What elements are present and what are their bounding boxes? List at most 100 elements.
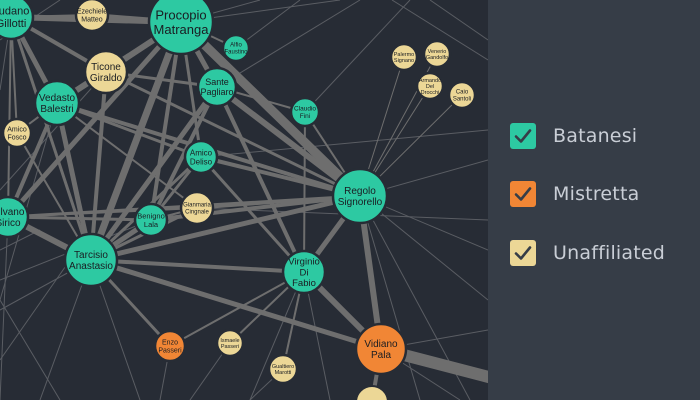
graph-node-label: Fini — [300, 113, 310, 120]
graph-edge — [216, 0, 361, 88]
graph-node-label: Gualtiero — [272, 364, 294, 370]
graph-node-circle — [63, 232, 119, 288]
graph-node-silvano[interactable]: SilvanoSirico — [0, 195, 30, 239]
legend-item-unaffiliated[interactable]: Unaffiliated — [510, 238, 690, 268]
graph-node-circle — [83, 49, 129, 95]
graph-node-circle — [415, 71, 445, 101]
graph-node-label: Ezechiele — [77, 9, 107, 16]
unaffiliated-checkbox[interactable] — [510, 240, 536, 266]
graph-edge-silvano-gianmaria — [7, 207, 198, 218]
graph-node-label: Procopio — [155, 7, 206, 22]
graph-edge-sante-regolo — [214, 84, 363, 199]
legend-label-mistretta: Mistretta — [553, 183, 640, 205]
graph-node-label: Ismaele — [220, 338, 239, 344]
graph-edge — [359, 195, 421, 400]
graph-node-label: Passeri — [158, 347, 182, 354]
graph-node-circle — [0, 0, 35, 41]
graph-node-label: Di — [300, 267, 309, 278]
legend-label-unaffiliated: Unaffiliated — [553, 242, 666, 264]
graph-node-label: Armando — [419, 78, 441, 84]
graph-node-circle — [74, 0, 110, 33]
graph-node-circle — [389, 42, 419, 72]
legend-item-batanesi[interactable]: Batanesi — [510, 121, 690, 151]
graph-node-circle — [447, 80, 477, 110]
legend-label-batanesi: Batanesi — [553, 125, 638, 147]
graph-edge-claudio-virginio — [303, 111, 306, 273]
graph-node-label: Deliso — [190, 157, 213, 166]
legend-item-mistretta[interactable]: Mistretta — [510, 179, 690, 209]
graph-node-label: Benigno — [137, 211, 165, 220]
batanesi-checkbox[interactable] — [510, 123, 536, 149]
graph-edge — [429, 0, 488, 41]
graph-node-label: Fabio — [292, 278, 316, 289]
graph-node-label: Gandolfo — [426, 55, 448, 61]
graph-node-label: Balestri — [40, 104, 73, 115]
graph-edge-ticone-regolo — [104, 70, 362, 198]
graph-node-label: Vidiano — [364, 339, 398, 350]
graph-node-circle — [215, 328, 245, 358]
graph-edge-sante-tarcisio — [88, 84, 220, 263]
graph-node-offscreen[interactable] — [355, 385, 389, 400]
graph-node-label: Passeri — [221, 344, 239, 350]
graph-node-label: Tarcisio — [74, 250, 108, 261]
graph-node-label: Cingnale — [185, 209, 209, 215]
graph-edge-vedasto-amicod — [55, 101, 203, 159]
graph-edge-ludano-silvano — [7, 16, 12, 218]
mistretta-checkbox[interactable] — [510, 181, 536, 207]
network-graph-canvas[interactable]: LudanoGillottiEzechieleMatteoProcopioMat… — [0, 0, 488, 400]
graph-node-label: Amico — [7, 127, 27, 134]
graph-node-label: Matteo — [81, 16, 103, 23]
graph-node-label: Lala — [144, 220, 159, 229]
graph-node-label: Giraldo — [90, 73, 123, 84]
graph-node-label: Faustino — [224, 49, 248, 55]
graph-node-label: Gianmaria — [183, 203, 211, 209]
graph-node-circle — [1, 117, 33, 149]
graph-node-label: Caio — [456, 90, 469, 96]
graph-node-label: Vedasto — [39, 93, 76, 104]
graph-node-circle — [422, 39, 452, 69]
graph-node-circle — [196, 66, 238, 108]
graph-node-label: Amico — [190, 148, 213, 157]
node-layer: LudanoGillottiEzechieleMatteoProcopioMat… — [0, 0, 477, 400]
graph-node-label: Sante — [205, 77, 229, 87]
graph-node-label: Drocchi — [421, 90, 440, 96]
graph-edge — [0, 102, 58, 301]
graph-node-circle — [133, 202, 169, 238]
checkmark-icon — [514, 187, 532, 201]
graph-node-label: Enzo — [162, 340, 178, 347]
network-graph[interactable]: LudanoGillottiEzechieleMatteoProcopioMat… — [0, 0, 488, 400]
checkmark-icon — [514, 129, 532, 143]
graph-node-circle — [153, 329, 187, 363]
graph-node-label: Anastasio — [69, 261, 113, 272]
graph-node-label: Ticone — [91, 62, 121, 73]
graph-edge-procopio-regolo — [176, 17, 365, 201]
graph-node-ludano[interactable]: LudanoGillotti — [0, 0, 35, 41]
graph-node-circle — [289, 96, 321, 128]
graph-edge — [304, 0, 411, 113]
graph-node-label: Silvano — [0, 207, 25, 218]
graph-node-label: Fosco — [7, 134, 26, 141]
graph-edge — [0, 71, 107, 191]
